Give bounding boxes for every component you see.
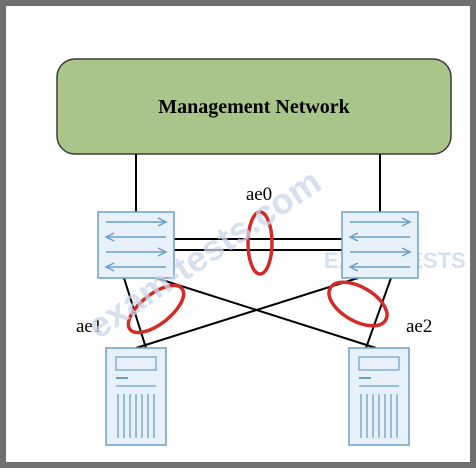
link-sw1-srv2 (155, 277, 377, 349)
ae0-highlight (246, 210, 274, 276)
link-sw2-srv2 (365, 277, 392, 349)
server-right (348, 347, 410, 446)
link-sw2-srv1 (135, 277, 359, 349)
network-diagram: EXAM-TESTS Management Network (56, 58, 466, 446)
ae0-label: ae0 (246, 184, 272, 205)
ae2-highlight (327, 280, 389, 328)
switch-left (97, 211, 175, 279)
switch-icon (348, 217, 412, 272)
switch-icon (104, 217, 168, 272)
server-left (105, 347, 167, 446)
link-sw1-srv1 (123, 277, 147, 349)
management-network-title: Management Network (158, 96, 350, 118)
ae1-label: ae1 (76, 316, 102, 337)
ae2-label: ae2 (406, 316, 432, 337)
switch-right (341, 211, 419, 279)
management-network-box (56, 58, 452, 155)
ae1-highlight (126, 283, 186, 335)
